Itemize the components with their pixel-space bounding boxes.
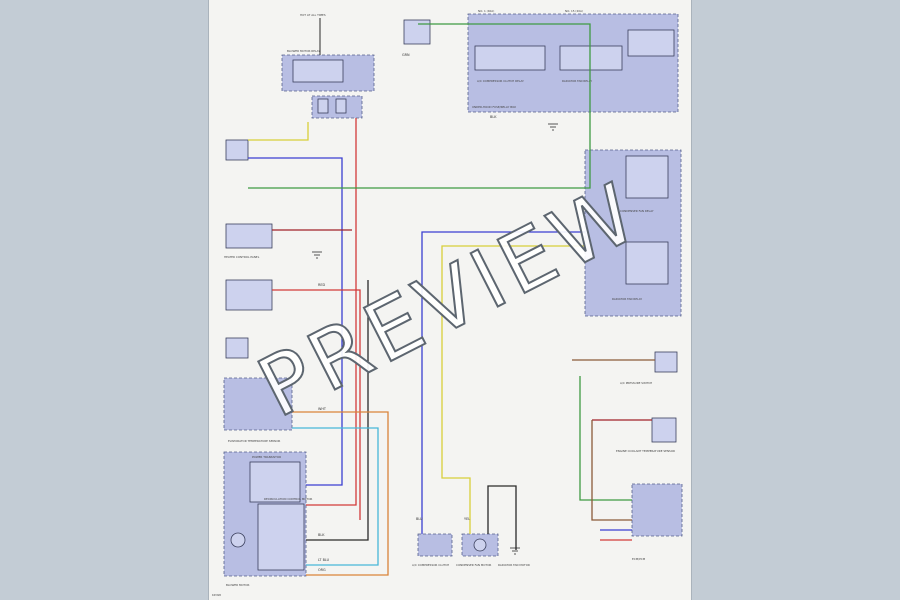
control-unit-box bbox=[223, 377, 293, 431]
evaporator-sensor-label: EVAPORATOR TEMPERATURE SENSOR bbox=[228, 439, 280, 443]
wire-pressure-b bbox=[579, 376, 632, 501]
heater-control-label: HEATER CONTROL PANEL bbox=[224, 255, 260, 259]
recirc-motor bbox=[257, 503, 305, 571]
radiator-fan-relay-2 bbox=[625, 241, 669, 285]
wire-code-blk: BLK bbox=[318, 533, 325, 537]
condenser-fan-motor-label: CONDENSER FAN MOTOR bbox=[456, 563, 491, 567]
pressure-switch bbox=[654, 351, 678, 373]
hot-all-times-label: HOT AT ALL TIMES bbox=[300, 13, 326, 17]
ecm-label: ECM/PCM bbox=[632, 557, 646, 561]
wire-black-right bbox=[306, 280, 369, 541]
pressure-switch-label: A/C PRESSURE SWITCH bbox=[620, 381, 652, 385]
recirc-motor-label: RECIRCULATION CONTROL MOTOR bbox=[264, 497, 312, 501]
blower-relay-label: BLOWER MOTOR RELAY bbox=[287, 49, 320, 53]
wire-yellow-fan bbox=[441, 245, 585, 534]
radiator-fan-motor-label: RADIATOR FAN MOTOR bbox=[498, 563, 530, 567]
wire-black-fan bbox=[487, 485, 517, 550]
wire-code-ltblu: LT BLU bbox=[318, 558, 330, 562]
fan-switch-a bbox=[225, 139, 249, 161]
power-transistor-label: POWER TRANSISTOR bbox=[252, 455, 281, 459]
compressor-clutch-relay bbox=[474, 45, 546, 71]
relay-coil-b bbox=[335, 98, 347, 114]
wire-coolant-b bbox=[591, 420, 632, 521]
wire-harness bbox=[248, 23, 655, 576]
blower-motor-label: BLOWER MOTOR bbox=[226, 583, 249, 587]
wire-green-long bbox=[248, 23, 591, 189]
power-transistor bbox=[249, 461, 301, 503]
ground-symbols bbox=[312, 123, 558, 555]
engine-coolant-sensor bbox=[651, 417, 677, 443]
ecm-box bbox=[631, 483, 683, 537]
condenser-fan-motor bbox=[473, 538, 487, 552]
wire-orange bbox=[292, 411, 389, 576]
fuse-left-label: NO. 1 (40A) bbox=[478, 9, 494, 13]
fuse-pair bbox=[627, 29, 675, 57]
wire-blue-left bbox=[248, 157, 343, 486]
compressor-clutch-relay-label: A/C COMPRESSOR CLUTCH RELAY bbox=[477, 79, 524, 83]
recirc-switch bbox=[225, 337, 249, 359]
footer-code: KP-W8 bbox=[212, 593, 221, 597]
relay-coil-a bbox=[317, 98, 329, 114]
fuse-relay-box-label: UNDER-HOOD FUSE/RELAY BOX bbox=[472, 105, 516, 109]
mode-switch bbox=[225, 279, 273, 311]
radiator-fan-relay-label: RADIATOR FAN RELAY bbox=[562, 79, 592, 83]
wire-red-main bbox=[306, 118, 357, 506]
wire-code-blk-top: BLK bbox=[490, 115, 497, 119]
wire-code-blu: BLU bbox=[416, 517, 423, 521]
condenser-fan-relay-label: CONDENSER FAN RELAY bbox=[620, 209, 654, 213]
wire-red-h2 bbox=[272, 289, 361, 520]
wire-lightblue bbox=[292, 427, 379, 566]
wire-code-org: ORG bbox=[318, 568, 326, 572]
radiator-fan-relay-2-label: RADIATOR FAN RELAY bbox=[612, 297, 642, 301]
wire-code-wht: WHT bbox=[318, 407, 327, 411]
heater-control-panel bbox=[225, 223, 273, 249]
wire-code-red: RED bbox=[318, 283, 325, 287]
blower-motor bbox=[230, 532, 246, 548]
compressor-clutch-label: A/C COMPRESSOR CLUTCH bbox=[412, 563, 449, 567]
wire-blue-clutch bbox=[421, 231, 585, 534]
compressor-clutch-box bbox=[417, 533, 453, 557]
condenser-fan-relay bbox=[625, 155, 669, 199]
radiator-fan-relay bbox=[559, 45, 623, 71]
blower-relay bbox=[292, 59, 344, 83]
wire-code-yel: YEL bbox=[464, 517, 470, 521]
engine-coolant-sensor-label: ENGINE COOLANT TEMPERATURE SENSOR bbox=[616, 449, 675, 453]
wire-yellow-top bbox=[248, 122, 309, 141]
wire-code-grn: GRN bbox=[402, 53, 410, 57]
fuse-right-label: NO. 15 (20A) bbox=[565, 9, 583, 13]
